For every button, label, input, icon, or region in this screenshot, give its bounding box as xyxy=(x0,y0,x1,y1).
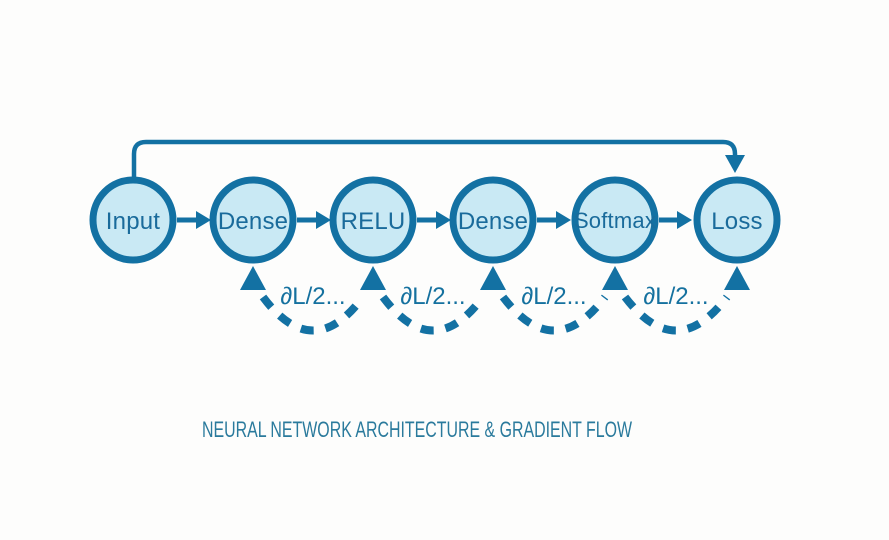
node-circle xyxy=(693,176,781,264)
node-loss: Loss xyxy=(693,176,781,264)
node-circle xyxy=(209,176,297,264)
gradient-arc-relu-dense2 xyxy=(379,294,487,335)
gradient-label: ∂L/2... xyxy=(643,283,708,310)
skip-connection-arrowhead-icon xyxy=(725,155,745,173)
node-relu: RELU xyxy=(329,176,417,264)
forward-arrow-relu-dense xyxy=(417,211,451,229)
forward-arrow-input-dense xyxy=(177,211,211,229)
node-label: Input xyxy=(106,208,161,235)
node-dense-2: Dense xyxy=(449,176,537,264)
forward-arrow-dense-relu xyxy=(297,211,331,229)
gradient-arrowhead-loss-icon xyxy=(724,266,750,290)
skip-connection-line xyxy=(131,139,738,177)
node-label: Loss xyxy=(711,208,763,235)
arrowhead-icon xyxy=(556,211,571,229)
node-label: Softmax xyxy=(574,208,656,233)
node-label: Dense xyxy=(218,208,288,235)
arrowhead-icon xyxy=(196,211,211,229)
arrowhead-icon xyxy=(316,211,331,229)
node-input: Input xyxy=(89,176,177,264)
node-circle xyxy=(449,176,537,264)
node-dense-1: Dense xyxy=(209,176,297,264)
node-label: Dense xyxy=(458,208,528,235)
diagram-title: NEURAL NETWORK ARCHITECTURE & GRADIENT F… xyxy=(202,417,632,442)
arrowhead-icon xyxy=(436,211,451,229)
gradient-arc-softmax-loss xyxy=(621,294,731,335)
forward-arrow-softmax-loss xyxy=(659,211,692,229)
node-softmax: Softmax xyxy=(571,176,659,264)
node-label: RELU xyxy=(341,208,406,235)
node-circle xyxy=(329,176,417,264)
gradient-arc-dense1-relu xyxy=(259,294,367,335)
gradient-arrowhead-relu-icon xyxy=(360,266,386,290)
forward-arrow-dense-softmax xyxy=(537,211,571,229)
gradient-label: ∂L/2... xyxy=(280,283,345,310)
node-circle xyxy=(89,176,177,264)
gradient-arc-dense2-softmax xyxy=(499,294,609,335)
node-circle xyxy=(571,176,659,264)
gradient-arrowhead-dense1-icon xyxy=(240,266,266,290)
gradient-arrowhead-dense2-icon xyxy=(480,266,506,290)
gradient-arrowhead-softmax-icon xyxy=(602,266,628,290)
gradient-label: ∂L/2... xyxy=(400,283,465,310)
arrowhead-icon xyxy=(677,211,692,229)
gradient-label: ∂L/2... xyxy=(521,283,586,310)
